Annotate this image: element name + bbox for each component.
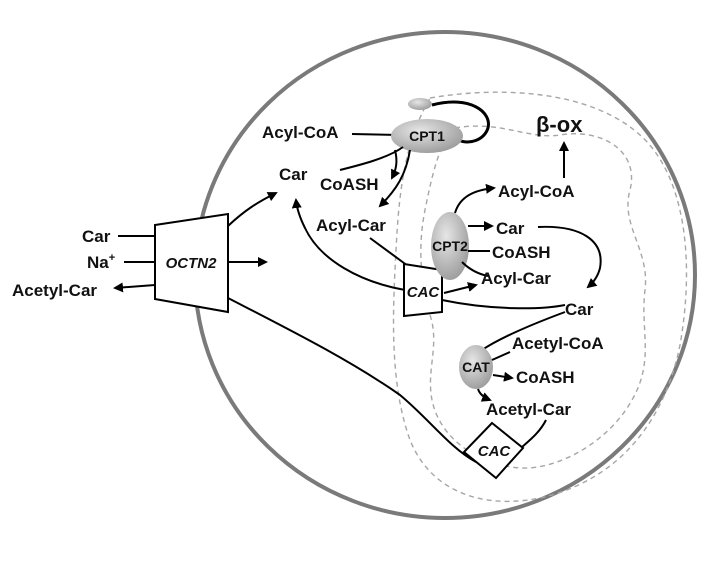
cpt1-loop bbox=[431, 100, 490, 144]
outside-car-label: Car bbox=[82, 227, 111, 246]
cat-to-coash-arrow bbox=[492, 371, 514, 382]
matrix-acetyl-car-label: Acetyl-Car bbox=[486, 400, 571, 419]
cac-to-acyl-car-arrow bbox=[443, 282, 478, 294]
octn2-transporter bbox=[154, 212, 229, 314]
matrix-car-top-label: Car bbox=[496, 219, 525, 238]
cac-lower-label: CAC bbox=[478, 443, 512, 460]
cac-upper-transporter bbox=[403, 262, 443, 318]
acyl-car-to-cac bbox=[369, 237, 409, 267]
octn2-to-car-arrow bbox=[227, 192, 278, 227]
cpt1-anchor bbox=[408, 98, 432, 110]
cpt2-enzyme bbox=[431, 212, 469, 280]
outside-acetyl-car-label: Acetyl-Car bbox=[12, 281, 97, 300]
octn2-label: OCTN2 bbox=[166, 255, 217, 272]
acetyl-car-out-arrow bbox=[113, 282, 156, 293]
cat-to-acetyl-car-arrow bbox=[477, 388, 492, 402]
beta-ox-label: β-ox bbox=[536, 112, 583, 137]
matrix-acyl-car-label: Acyl-Car bbox=[481, 269, 551, 288]
cpt1-coash-arrowhead bbox=[391, 149, 401, 180]
acetyl-car-to-cac-line bbox=[521, 419, 547, 448]
cpt1-enzyme bbox=[391, 119, 463, 153]
car-to-cat-line bbox=[481, 311, 566, 351]
matrix-car-mid-label: Car bbox=[565, 300, 594, 319]
cpt1-to-coash-arrow bbox=[339, 146, 404, 171]
outside-na-label: Na+ bbox=[87, 252, 115, 272]
cat-enzyme bbox=[459, 345, 493, 389]
cpt2-acyl-car-line bbox=[461, 261, 489, 277]
cpt1-to-acyl-car-arrow bbox=[378, 149, 411, 208]
cac-from-matrix-car-line bbox=[441, 299, 566, 310]
cytosol-acyl-car-label: Acyl-Car bbox=[316, 216, 386, 235]
cytosol-car-label: Car bbox=[279, 165, 308, 184]
cpt2-to-acyl-coa-arrow bbox=[454, 183, 496, 214]
matrix-coash-top-label: CoASH bbox=[492, 243, 551, 262]
cytosol-acyl-coa-label: Acyl-CoA bbox=[262, 123, 339, 142]
cpt1-label: CPT1 bbox=[409, 128, 445, 144]
matrix-coash-bottom-label: CoASH bbox=[516, 368, 575, 387]
cac-to-cytosol-car-arrow bbox=[291, 198, 406, 291]
acetyl-car-export-line bbox=[227, 297, 477, 463]
cat-label: CAT bbox=[462, 359, 490, 375]
matrix-acetyl-coa-label: Acetyl-CoA bbox=[512, 334, 604, 353]
acetyl-coa-to-cat-line bbox=[491, 351, 511, 361]
mitochondrion-outer-membrane bbox=[392, 91, 688, 502]
cytosol-coash-label: CoASH bbox=[320, 175, 379, 194]
car-cycle-arrow bbox=[537, 225, 602, 289]
cpt2-label: CPT2 bbox=[432, 238, 468, 254]
cac-lower-transporter bbox=[462, 421, 525, 480]
cac-upper-label: CAC bbox=[407, 284, 441, 301]
matrix-acyl-coa-label: Acyl-CoA bbox=[498, 182, 575, 201]
